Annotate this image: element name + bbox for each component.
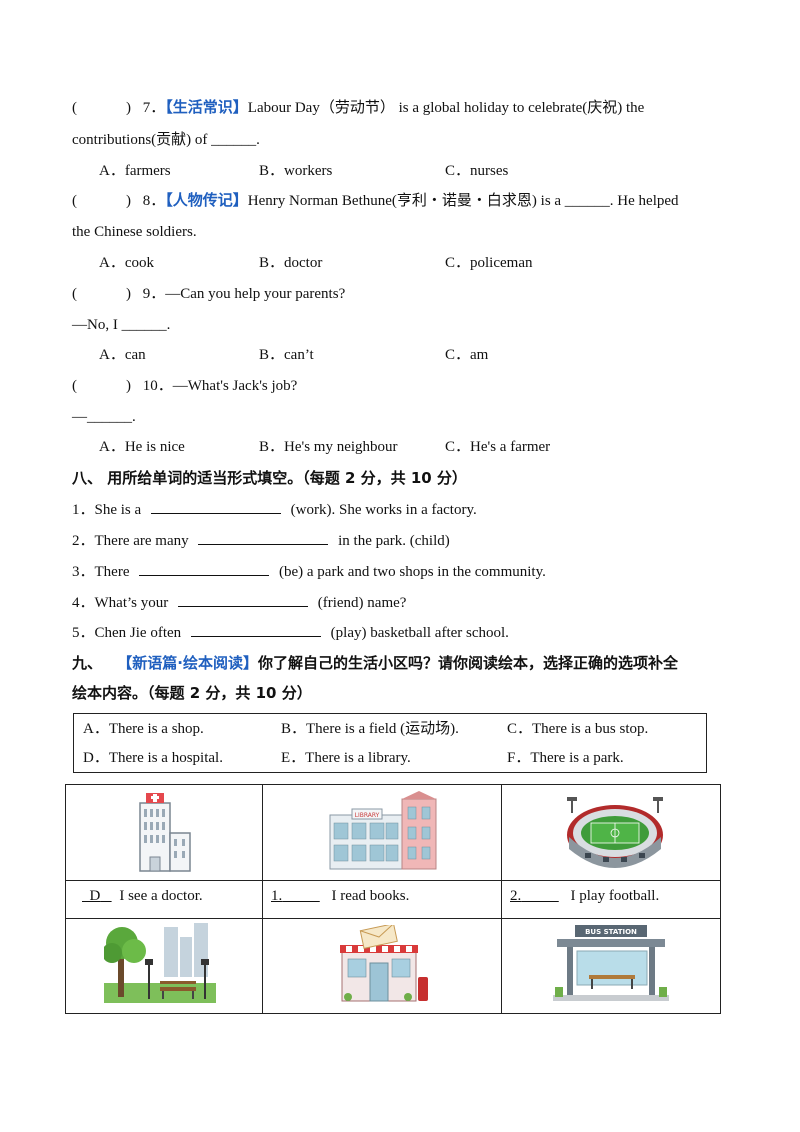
s8-item-4-blank[interactable] bbox=[177, 591, 308, 607]
q9-option-b[interactable]: B．can’t bbox=[259, 347, 314, 363]
q9-number: 9． bbox=[142, 286, 166, 302]
q9-stem: ) 9．—Can you help your parents? bbox=[126, 284, 345, 304]
section9-heading-continued: 绘本内容。（每题 2 分，共 10 分） bbox=[72, 684, 312, 702]
cell-1-text: D I see a doctor. bbox=[82, 886, 203, 906]
section9-heading-text: 你了解自己的生活小区吗？请你阅读绘本，选择正确的选项补全 bbox=[257, 654, 678, 672]
s8-item-1-post: (work). She works in a factory. bbox=[290, 502, 477, 518]
q7-paren-open: ( bbox=[72, 100, 77, 116]
q8-paren-open: ( bbox=[72, 193, 77, 209]
q8-stem: ) 8．【人物传记】Henry Norman Bethune(亨利・诺曼・白求恩… bbox=[126, 191, 679, 211]
q7-option-c[interactable]: C．nurses bbox=[445, 163, 509, 179]
s8-item-3: 3．There (be) a park and two shops in the… bbox=[72, 560, 546, 582]
q7-option-b[interactable]: B．workers bbox=[259, 163, 333, 179]
s8-item-3-blank[interactable] bbox=[139, 560, 270, 576]
q7-text: Labour Day（劳动节） is a global holiday to c… bbox=[247, 100, 645, 116]
park-picture bbox=[104, 923, 216, 1003]
bus-stop-picture: BUS STATION bbox=[553, 925, 669, 1001]
q8-option-c[interactable]: C．policeman bbox=[445, 255, 533, 271]
hospital-picture bbox=[139, 793, 191, 872]
cell-3-text: 2. I play football. bbox=[510, 886, 659, 906]
cell-2-text: 1. I read books. bbox=[271, 886, 409, 906]
cell-1-answer[interactable]: D bbox=[89, 888, 101, 904]
q8-text: Henry Norman Bethune(亨利・诺曼・白求恩) is a ___… bbox=[247, 193, 679, 209]
s8-item-2-blank[interactable] bbox=[198, 529, 329, 545]
q7-text-continued: contributions(贡献) of ______. bbox=[72, 132, 260, 148]
picture-book-table: LIBRARY D I see a doctor. 1. I read book… bbox=[65, 784, 721, 1014]
library-sign-text: LIBRARY bbox=[355, 812, 380, 819]
s8-item-1: 1．She is a (work). She works in a factor… bbox=[72, 498, 477, 520]
q8-option-a[interactable]: A．cook bbox=[99, 255, 154, 271]
q7-option-a[interactable]: A．farmers bbox=[99, 163, 171, 179]
q9-option-c[interactable]: C．am bbox=[445, 347, 489, 363]
q10-number: 10． bbox=[142, 378, 173, 394]
s8-item-5-post: (play) basketball after school. bbox=[330, 625, 509, 641]
q9-option-a[interactable]: A．can bbox=[99, 347, 146, 363]
q9-text-continued: —No, I ______. bbox=[72, 317, 171, 333]
q10-paren-close: ) bbox=[126, 378, 131, 394]
cell-3-sentence: I play football. bbox=[570, 888, 660, 904]
library-picture: LIBRARY bbox=[329, 791, 437, 870]
q7-category-tag: 【生活常识】 bbox=[165, 100, 248, 116]
q8-number: 8． bbox=[142, 193, 166, 209]
s9-option-c: C．There is a bus stop. bbox=[507, 721, 649, 737]
s8-item-3-pre: 3．There bbox=[72, 564, 130, 580]
s8-item-2-pre: 2．There are many bbox=[72, 533, 189, 549]
q10-option-a[interactable]: A．He is nice bbox=[99, 439, 185, 455]
s8-item-4-post: (friend) name? bbox=[317, 595, 407, 611]
cell-2-sentence: I read books. bbox=[331, 888, 410, 904]
cell-1-sentence: I see a doctor. bbox=[119, 888, 203, 904]
cell-3-answer[interactable]: 2. bbox=[510, 888, 522, 904]
shop-picture bbox=[340, 925, 428, 1002]
q8-answer-blank[interactable] bbox=[82, 191, 122, 211]
section9-options-box bbox=[73, 713, 707, 773]
section9-tag: 【新语篇·绘本阅读】 bbox=[117, 654, 258, 672]
q10-text-continued: —______. bbox=[72, 409, 136, 425]
s8-item-5: 5．Chen Jie often (play) basketball after… bbox=[72, 621, 509, 643]
s8-item-2-post: in the park. (child) bbox=[338, 533, 450, 549]
q7-number: 7． bbox=[142, 100, 166, 116]
q10-answer-blank[interactable] bbox=[82, 376, 122, 396]
section9-heading: 九、 【新语篇·绘本阅读】你了解自己的生活小区吗？请你阅读绘本，选择正确的选项补… bbox=[72, 653, 678, 673]
s8-item-1-blank[interactable] bbox=[150, 498, 281, 514]
s9-option-e: E．There is a library. bbox=[281, 750, 411, 766]
q9-answer-blank[interactable] bbox=[82, 284, 122, 304]
stadium-picture bbox=[567, 797, 663, 868]
q8-paren-close: ) bbox=[126, 193, 131, 209]
q10-option-c[interactable]: C．He's a farmer bbox=[445, 439, 551, 455]
s8-item-4-pre: 4．What’s your bbox=[72, 595, 169, 611]
q10-stem: ) 10．—What's Jack's job? bbox=[126, 376, 297, 396]
q7-paren-close: ) bbox=[126, 100, 131, 116]
q8-category-tag: 【人物传记】 bbox=[165, 193, 248, 209]
s8-item-1-pre: 1．She is a bbox=[72, 502, 142, 518]
s8-item-4: 4．What’s your (friend) name? bbox=[72, 591, 406, 613]
s9-option-a: A．There is a shop. bbox=[83, 721, 204, 737]
q10-text: —What's Jack's job? bbox=[172, 378, 298, 394]
q10-paren-open: ( bbox=[72, 378, 77, 394]
q7-stem: ) 7．【生活常识】Labour Day（劳动节） is a global ho… bbox=[126, 98, 644, 118]
q9-paren-open: ( bbox=[72, 286, 77, 302]
section8-heading: 八、 用所给单词的适当形式填空。（每题 2 分，共 10 分） bbox=[72, 469, 467, 487]
q9-paren-close: ) bbox=[126, 286, 131, 302]
q10-option-b[interactable]: B．He's my neighbour bbox=[259, 439, 398, 455]
q7-answer-blank[interactable] bbox=[82, 98, 122, 118]
s9-option-f: F．There is a park. bbox=[507, 750, 624, 766]
s9-option-d: D．There is a hospital. bbox=[83, 750, 223, 766]
q9-text: —Can you help your parents? bbox=[165, 286, 346, 302]
q8-text-continued: the Chinese soldiers. bbox=[72, 224, 197, 240]
s8-item-2: 2．There are many in the park. (child) bbox=[72, 529, 450, 551]
s8-item-5-blank[interactable] bbox=[190, 621, 321, 637]
s9-option-b: B．There is a field (运动场). bbox=[281, 721, 459, 737]
s8-item-5-pre: 5．Chen Jie often bbox=[72, 625, 182, 641]
bus-sign-text: BUS STATION bbox=[585, 928, 637, 936]
cell-2-answer[interactable]: 1. bbox=[271, 888, 283, 904]
q8-option-b[interactable]: B．doctor bbox=[259, 255, 323, 271]
s8-item-3-post: (be) a park and two shops in the communi… bbox=[278, 564, 546, 580]
section9-prefix: 九、 bbox=[72, 654, 103, 672]
